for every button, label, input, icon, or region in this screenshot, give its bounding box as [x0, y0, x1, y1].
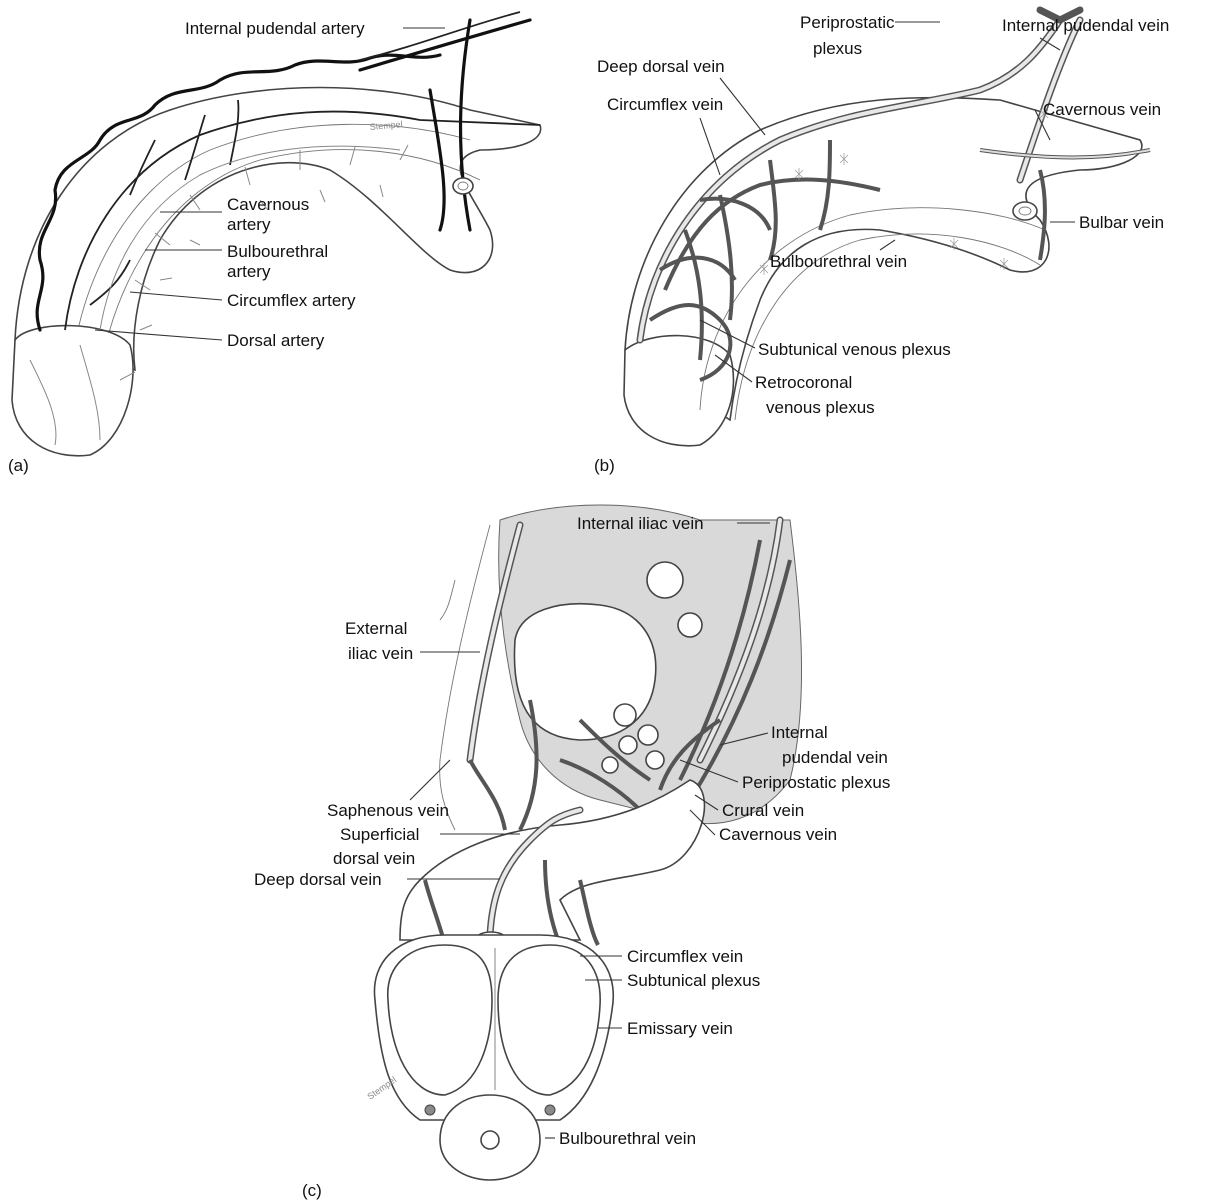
panel-label-b: (b) — [594, 456, 615, 475]
label-external-iliac-line2: iliac vein — [348, 644, 413, 663]
label-superficial-dorsal-line2: dorsal vein — [333, 849, 415, 868]
label-cavernous-vein-b: Cavernous vein — [1043, 100, 1161, 119]
label-cavernous-vein-c: Cavernous vein — [719, 825, 837, 844]
glans-a — [12, 326, 133, 456]
label-internal-pudendal-c-line2: pudendal vein — [782, 748, 888, 767]
label-periprostatic-plexus-b: Periprostatic plexus — [800, 13, 899, 58]
panel-label-c: (c) — [302, 1181, 322, 1200]
label-periprostatic-plexus-b-line2: plexus — [813, 39, 862, 58]
label-circumflex-artery: Circumflex artery — [227, 291, 356, 310]
label-circumflex-vein-b: Circumflex vein — [607, 95, 723, 114]
label-cavernous-artery: Cavernous artery — [227, 195, 314, 234]
label-retrocoronal-line2: venous plexus — [766, 398, 875, 417]
label-cavernous-artery-line1: Cavernous — [227, 195, 309, 214]
panel-a-drawing: Stempel — [12, 12, 541, 456]
label-bulbourethral-artery-line1: Bulbourethral — [227, 242, 328, 261]
label-bulbourethral-vein-c: Bulbourethral vein — [559, 1129, 696, 1148]
label-bulbourethral-artery: Bulbourethral artery — [227, 242, 333, 281]
label-retrocoronal-line1: Retrocoronal — [755, 373, 852, 392]
label-crural-vein: Crural vein — [722, 801, 804, 820]
label-emissary-vein: Emissary vein — [627, 1019, 733, 1038]
label-internal-pudendal-c-line1: Internal — [771, 723, 828, 742]
label-external-iliac-line1: External — [345, 619, 407, 638]
label-subtunical-venous-plexus: Subtunical venous plexus — [758, 340, 951, 359]
label-deep-dorsal-vein-c: Deep dorsal vein — [254, 870, 382, 889]
label-superficial-dorsal-vein: Superficial dorsal vein — [333, 825, 424, 868]
label-internal-iliac-vein-c: Internal iliac vein — [577, 514, 704, 533]
label-saphenous-vein: Saphenous vein — [327, 801, 449, 820]
label-periprostatic-plexus-b-line1: Periprostatic — [800, 13, 895, 32]
label-internal-pudendal-artery: Internal pudendal artery — [185, 19, 365, 38]
label-superficial-dorsal-line1: Superficial — [340, 825, 419, 844]
label-subtunical-plexus: Subtunical plexus — [627, 971, 760, 990]
panel-label-a: (a) — [8, 456, 29, 475]
label-deep-dorsal-vein-b: Deep dorsal vein — [597, 57, 725, 76]
label-periprostatic-plexus-c: Periprostatic plexus — [742, 773, 890, 792]
label-internal-pudendal-vein-b: Internal pudendal vein — [1002, 16, 1169, 35]
label-cavernous-artery-line2: artery — [227, 215, 271, 234]
label-bulbourethral-artery-line2: artery — [227, 262, 271, 281]
label-bulbourethral-vein-b: Bulbourethral vein — [770, 252, 907, 271]
label-bulbar-vein-b: Bulbar vein — [1079, 213, 1164, 232]
glans-b — [624, 336, 733, 446]
label-circumflex-vein-c: Circumflex vein — [627, 947, 743, 966]
label-external-iliac-vein-c: External iliac vein — [345, 619, 413, 663]
label-retrocoronal-venous-plexus: Retrocoronal venous plexus — [755, 373, 875, 417]
label-dorsal-artery: Dorsal artery — [227, 331, 325, 350]
